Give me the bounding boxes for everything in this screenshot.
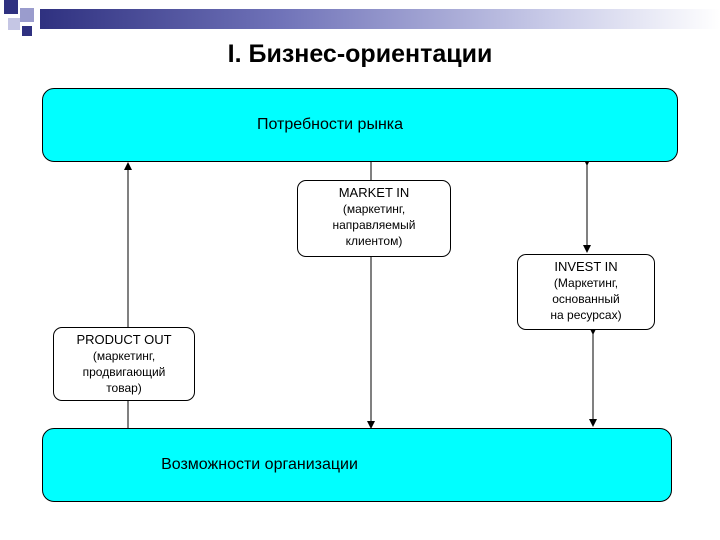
- decor-square-4: [22, 26, 32, 36]
- market-in-box: MARKET IN (маркетинг, направляемый клиен…: [297, 180, 451, 257]
- organization-capabilities-label: Возможности организации: [161, 456, 358, 473]
- product-out-line-1: (маркетинг,: [92, 349, 156, 363]
- invest-in-box: INVEST IN (Маркетинг, основанный на ресу…: [517, 254, 655, 330]
- market-in-line-1: (маркетинг,: [342, 202, 406, 216]
- page-title: I. Бизнес-ориентации: [227, 40, 493, 68]
- market-needs-box: Потребности рынка: [42, 88, 678, 162]
- product-out-line-3: товар): [106, 381, 142, 395]
- decor-square-2: [20, 8, 34, 22]
- invest-in-line-2: основанный: [552, 292, 620, 306]
- header-gradient-bar: [40, 9, 720, 29]
- market-needs-label: Потребности рынка: [256, 116, 404, 133]
- market-in-line-2: направляемый: [332, 218, 416, 232]
- product-out-title: PRODUCT OUT: [76, 332, 172, 347]
- decor-square-1: [4, 0, 18, 14]
- invest-in-line-3: на ресурсах): [550, 308, 622, 322]
- decor-square-3: [8, 18, 20, 30]
- product-out-box: PRODUCT OUT (маркетинг, продвигающий тов…: [53, 327, 195, 401]
- market-in-line-3: клиентом): [345, 234, 403, 248]
- organization-capabilities-box: Возможности организации: [42, 428, 672, 502]
- invest-in-title: INVEST IN: [554, 259, 618, 274]
- product-out-line-2: продвигающий: [82, 365, 166, 379]
- market-in-title: MARKET IN: [338, 185, 410, 200]
- invest-in-line-1: (Маркетинг,: [553, 276, 619, 290]
